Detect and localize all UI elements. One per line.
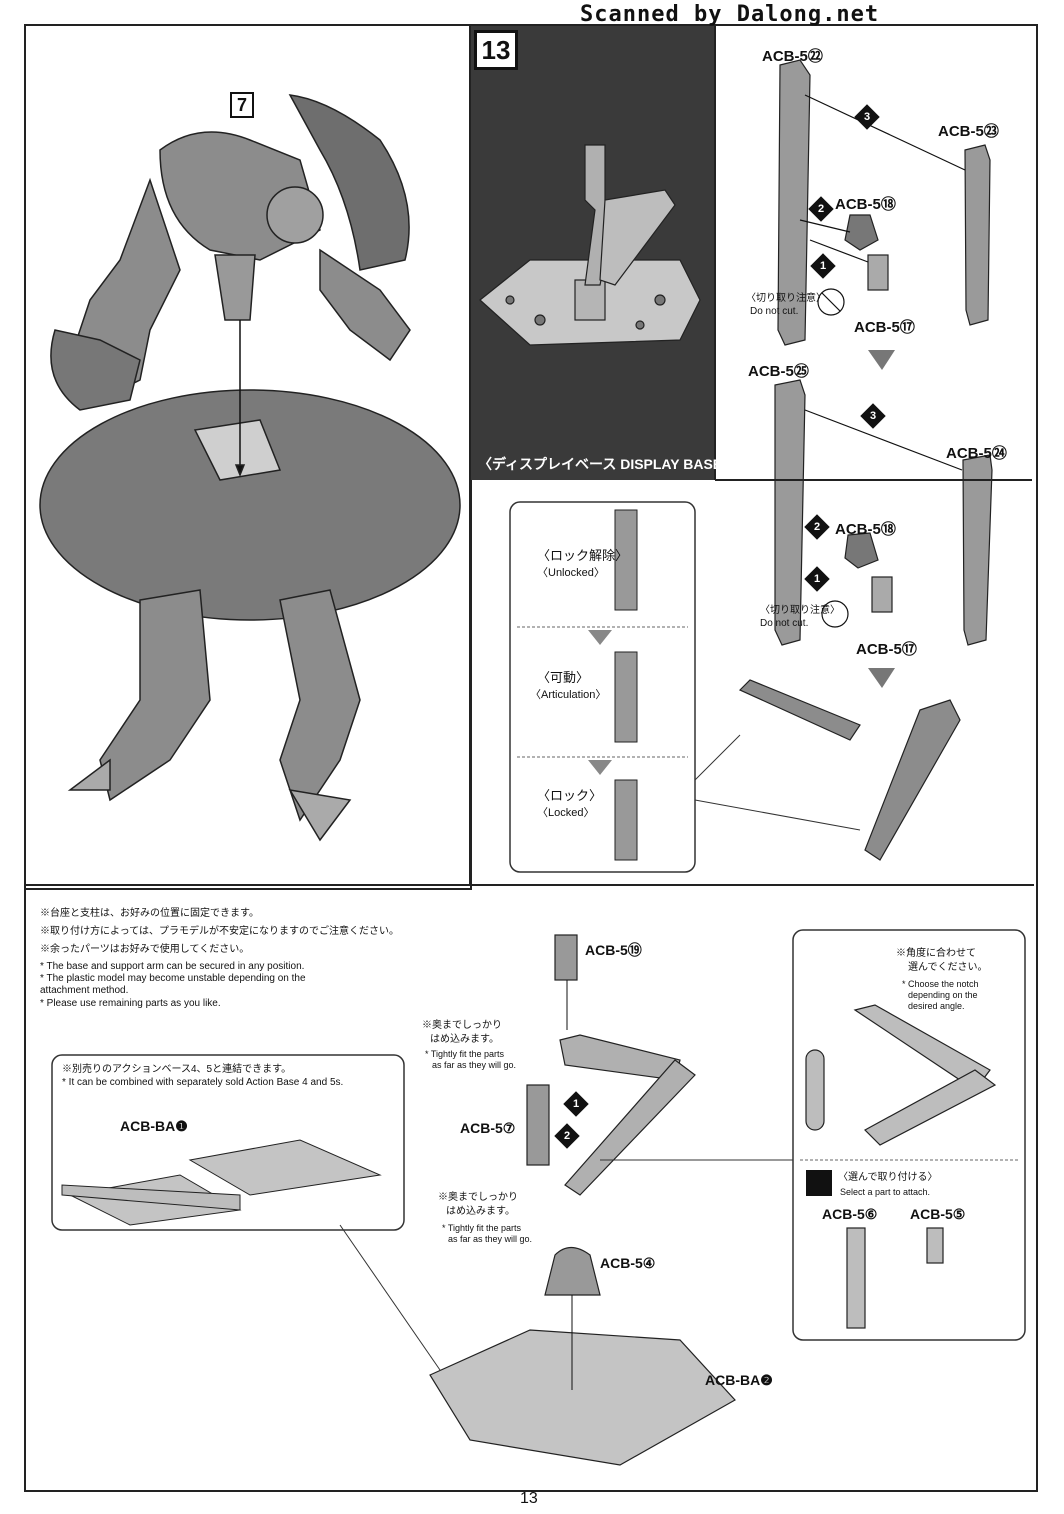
select-note-jp: 〈選んで取り付ける〉: [838, 1172, 938, 1183]
step-marker: 3: [854, 104, 880, 130]
display-base-illustration: [479, 144, 701, 346]
note-en-2: * The plastic model may become unstable …: [40, 973, 306, 984]
part-label: ACB-5⑦: [460, 1120, 516, 1136]
part-label: ACB-5⑤: [910, 1206, 966, 1222]
bottom-panel-divider: [24, 884, 1034, 886]
part-label: ACB-5㉔: [946, 445, 1007, 462]
step13-label: 13: [474, 30, 518, 70]
part-label: ACB-5④: [600, 1255, 656, 1271]
part-label: ACB-5⑰: [854, 319, 915, 336]
part-label: ACB-5㉓: [938, 123, 999, 140]
note-en-1: * The base and support arm can be secure…: [40, 961, 305, 972]
lock-state-articulation-jp: 〈可動〉: [537, 670, 590, 685]
part-label: ACB-5⑱: [835, 196, 896, 213]
down-arrow-2: [868, 668, 895, 688]
cut-warning-en: Do not cut.: [760, 618, 809, 629]
combine-note-en: * It can be combined with separately sol…: [62, 1077, 344, 1088]
step-marker: 1: [810, 253, 836, 279]
step-marker: 2: [808, 196, 834, 222]
part-label: ACB-5⑥: [822, 1206, 878, 1222]
note-en-3: attachment method.: [40, 985, 129, 996]
part-label: ACB-5㉕: [748, 363, 809, 380]
part-label: ACB-BA❶: [120, 1118, 188, 1134]
page-number: 13: [520, 1490, 538, 1507]
lock-state-articulation-en: 〈Articulation〉: [530, 689, 607, 701]
scan-credit: Scanned by Dalong.net: [580, 2, 880, 27]
note-jp-1: ※台座と支柱は、お好みの位置に固定できます。: [40, 908, 259, 919]
lock-state-locked-jp: 〈ロック〉: [537, 788, 603, 803]
down-arrow-1: [868, 350, 895, 370]
lock-state-unlocked-jp: 〈ロック解除〉: [537, 548, 629, 563]
step-marker: 3: [860, 403, 886, 429]
note-jp-3: ※余ったパーツはお好みで使用してください。: [40, 944, 250, 955]
combine-note-jp: ※別売りのアクションベース4、5と連結できます。: [62, 1064, 292, 1075]
angle-note-en-3: desired angle.: [908, 1001, 965, 1011]
fit-note-en-2b: as far as they will go.: [448, 1234, 533, 1244]
arm-parts-top: [777, 59, 991, 346]
fit-note-en-1: * Tightly fit the parts: [425, 1049, 505, 1059]
arm-assembled: [738, 679, 961, 861]
fit-note-jp-2: はめ込みます。: [430, 1034, 499, 1045]
fit-note-jp-1b: ※奥までしっかり: [438, 1192, 518, 1203]
stand-assembly: [429, 934, 736, 1466]
angle-note-en-2: depending on the: [908, 990, 978, 1000]
fit-note-en-2: as far as they will go.: [432, 1060, 517, 1070]
lock-state-locked-en: 〈Locked〉: [537, 807, 595, 819]
arm-parts-mid: [774, 379, 993, 646]
select-part-icon: [806, 1170, 832, 1196]
angle-note-jp-2: 選んでください。: [908, 962, 988, 973]
part-label: ACB-5⑱: [835, 521, 896, 538]
note-en-4: * Please use remaining parts as you like…: [40, 998, 221, 1009]
fit-note-jp-2b: はめ込みます。: [446, 1206, 515, 1217]
part-label: ACB-BA❷: [705, 1372, 773, 1388]
step-marker: 2: [804, 514, 830, 540]
step7-label: 7: [230, 92, 254, 118]
part-label: ACB-5㉒: [762, 48, 823, 65]
mobile-suit-illustration: [39, 94, 461, 842]
display-base-caption: 〈ディスプレイベース DISPLAY BASE〉: [478, 456, 737, 472]
lock-states-box: [509, 501, 696, 873]
note-jp-2: ※取り付け方によっては、プラモデルが不安定になりますのでご注意ください。: [40, 926, 399, 937]
step-marker: 1: [563, 1091, 589, 1117]
angle-note-jp-1: ※角度に合わせて: [896, 948, 976, 959]
step-marker: 1: [804, 566, 830, 592]
fit-note-jp-1: ※奥までしっかり: [422, 1020, 502, 1031]
lock-state-unlocked-en: 〈Unlocked〉: [537, 567, 605, 579]
part-label: ACB-5⑲: [585, 942, 642, 958]
cut-warning-en: Do not cut.: [750, 306, 799, 317]
fit-note-en-1b: * Tightly fit the parts: [442, 1223, 522, 1233]
cut-warning-jp: 〈切り取り注意〉: [760, 605, 840, 616]
select-note-en: Select a part to attach.: [840, 1187, 931, 1197]
cut-warning-jp: 〈切り取り注意〉: [746, 293, 826, 304]
part-label: ACB-5⑰: [856, 641, 917, 658]
angle-note-en-1: * Choose the notch: [902, 979, 979, 989]
step-marker: 2: [554, 1123, 580, 1149]
